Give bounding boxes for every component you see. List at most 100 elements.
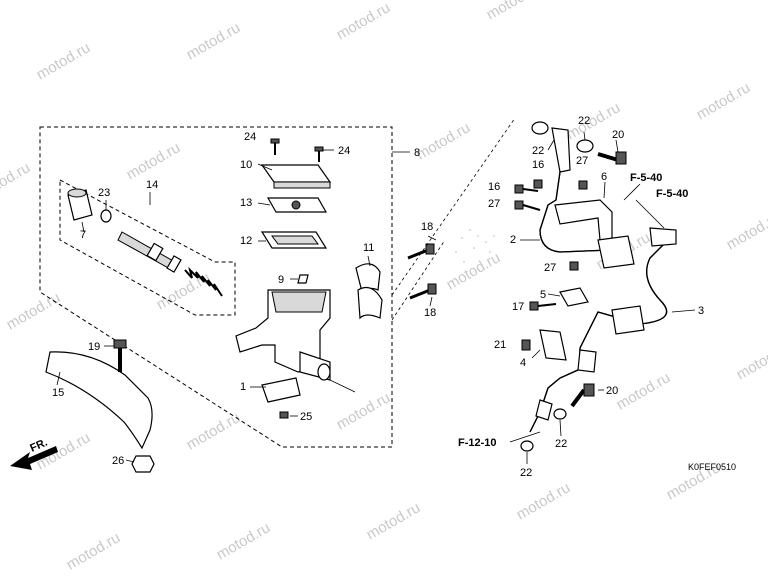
piston-part: [117, 231, 182, 273]
callout-27b: 27: [488, 198, 500, 210]
watermark-text: motod.ru: [484, 0, 544, 23]
callout-21: 21: [494, 339, 506, 351]
watermark-text: motod.ru: [334, 389, 394, 433]
callout-25: 25: [300, 411, 312, 423]
ref-f540-lower: F-5-40: [656, 188, 688, 200]
watermark-text: motod.ru: [0, 159, 33, 203]
callout-13: 13: [240, 197, 252, 209]
callout-11: 11: [363, 242, 374, 254]
watermark-text: motod.ru: [614, 369, 674, 413]
boot-part: [67, 188, 93, 221]
nut-part: [297, 274, 309, 284]
diagram-code: K0FEF0510: [688, 462, 736, 472]
ref-f540-upper: F-5-40: [630, 172, 662, 184]
screw-24a: [270, 138, 280, 155]
watermark-text: motod.ru: [724, 209, 768, 253]
callout-22b: 22: [532, 145, 544, 157]
callout-20a: 20: [612, 129, 624, 141]
bolt-20-upper: [597, 151, 627, 165]
callout-8: 8: [414, 147, 420, 159]
callout-26: 26: [112, 455, 124, 467]
callout-10: 10: [240, 159, 252, 171]
watermark-text: motod.ru: [34, 39, 94, 83]
watermark-text: motod.ru: [184, 19, 244, 63]
callout-27a: 27: [576, 155, 588, 167]
bracket-6: [554, 199, 613, 241]
bolt-16b: [514, 184, 539, 194]
pivot-bolt: [113, 339, 127, 372]
callout-23: 23: [98, 187, 110, 199]
brake-lever: [45, 351, 153, 450]
direction-arrow: [10, 446, 58, 470]
washer-22a: [531, 121, 549, 135]
callout-22c: 22: [555, 438, 567, 450]
watermark-text: motod.ru: [334, 0, 394, 43]
callout-19: 19: [88, 341, 100, 353]
bolt-16a: [533, 179, 543, 189]
callout-5: 5: [540, 289, 546, 301]
callout-24a: 24: [244, 131, 256, 143]
screw-24b: [314, 146, 324, 162]
bolt-27c: [569, 261, 579, 271]
bolt-27a: [514, 200, 541, 211]
screw-25: [279, 411, 289, 419]
piston-kit-box: [59, 179, 236, 316]
bolt-27b: [578, 180, 588, 190]
callout-16a: 16: [532, 159, 544, 171]
watermark-text: motod.ru: [34, 429, 94, 473]
callout-22a: 22: [578, 115, 590, 127]
spring-part: [184, 266, 223, 297]
hose-lower: [529, 369, 579, 433]
washer-22c: [553, 408, 567, 420]
ref-f1210: F-12-10: [458, 437, 497, 449]
circlip-part: [100, 209, 112, 223]
callout-4: 4: [520, 357, 526, 369]
watermark-text: motod.ru: [414, 119, 474, 163]
callout-3: 3: [698, 305, 704, 317]
callout-12: 12: [240, 235, 252, 247]
watermark-text: motod.ru: [214, 519, 274, 563]
bolt-18b: [409, 283, 437, 300]
callout-24b: 24: [338, 145, 350, 157]
nut-26: [131, 455, 155, 473]
callout-7: 7: [80, 229, 86, 241]
callout-9: 9: [278, 274, 284, 286]
washer-22d: [520, 440, 534, 452]
callout-6: 6: [601, 171, 607, 183]
routing-dots: [455, 229, 495, 263]
callout-14: 14: [146, 179, 158, 191]
watermark-text: motod.ru: [154, 269, 214, 313]
joint-block: [597, 235, 635, 269]
callout-16b: 16: [488, 181, 500, 193]
reservoir-cap: [260, 164, 332, 183]
callout-18a: 18: [421, 221, 433, 233]
bolt-21: [521, 339, 531, 351]
callout-22d: 22: [520, 467, 532, 479]
watermark-text: motod.ru: [634, 0, 694, 3]
bolt-17: [529, 301, 557, 311]
hose-fitting-upper: [551, 127, 571, 173]
clip-5: [559, 287, 589, 307]
master-cylinder-body: [235, 289, 331, 403]
bolt-20-lower: [570, 383, 595, 408]
callout-27c: 27: [544, 262, 556, 274]
watermark-text: motod.ru: [364, 499, 424, 543]
watermark-text: motod.ru: [734, 339, 768, 383]
bolt-18a: [407, 243, 435, 260]
watermark-text: motod.ru: [184, 409, 244, 453]
callout-20b: 20: [606, 385, 618, 397]
callout-15: 15: [52, 387, 64, 399]
watermark-text: motod.ru: [64, 529, 124, 573]
holder-part: [355, 263, 383, 320]
callout-2: 2: [510, 234, 516, 246]
clip-4: [539, 329, 567, 361]
washer-22b: [576, 139, 594, 153]
watermark-text: motod.ru: [4, 289, 64, 333]
watermark-text: motod.ru: [514, 479, 574, 523]
watermark-text: motod.ru: [124, 139, 184, 183]
callout-18b: 18: [424, 307, 436, 319]
callout-17: 17: [512, 301, 524, 313]
